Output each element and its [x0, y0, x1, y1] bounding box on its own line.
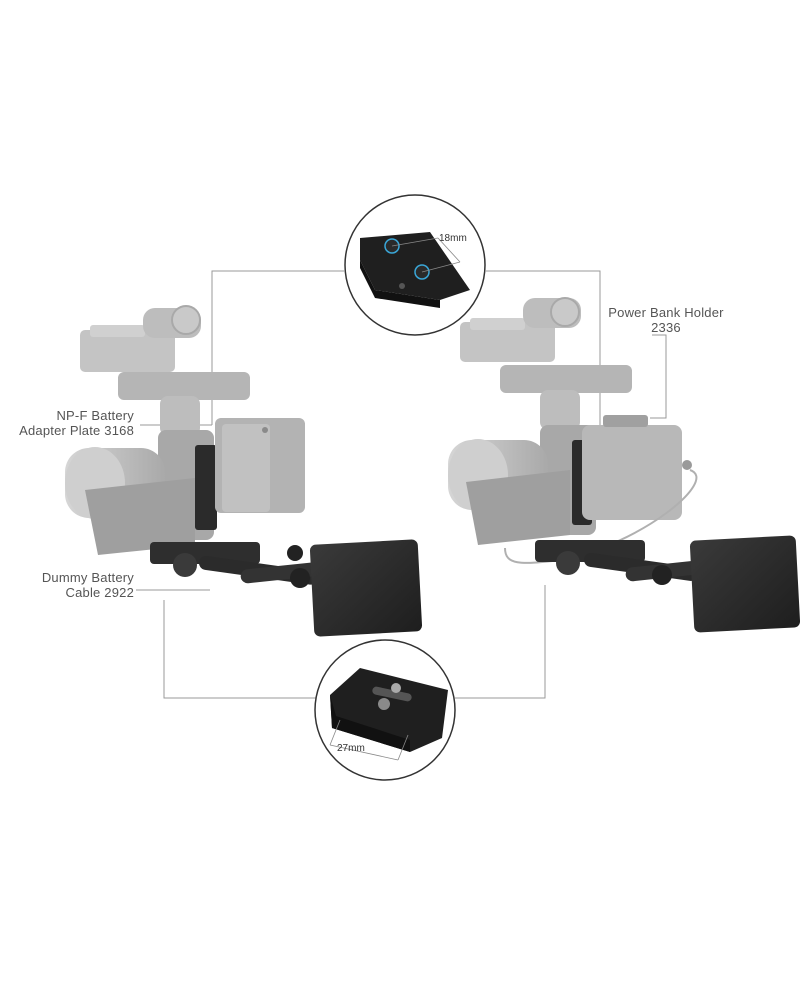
left-camera-rig: [65, 305, 423, 637]
dummy-cable-callout: Dummy Battery Cable 2922: [0, 570, 134, 600]
npf-plate-line2: Adapter Plate 3168: [19, 423, 134, 438]
bottom-spacing-label: 27mm: [337, 743, 365, 754]
dummy-cable-line2: Cable 2922: [65, 585, 134, 600]
power-bank-line2: 2336: [651, 320, 681, 335]
power-bank-line1: Power Bank Holder: [608, 305, 724, 320]
right-camera-rig: [448, 297, 800, 633]
npf-plate-line1: NP-F Battery: [56, 408, 134, 423]
npf-plate-callout: NP-F Battery Adapter Plate 3168: [0, 408, 134, 438]
dummy-cable-line1: Dummy Battery: [41, 570, 134, 585]
top-detail-inset: [344, 194, 486, 336]
power-bank-callout: Power Bank Holder 2336: [596, 305, 736, 335]
bottom-detail-inset: [314, 639, 456, 781]
top-spacing-label: 18mm: [439, 233, 467, 244]
